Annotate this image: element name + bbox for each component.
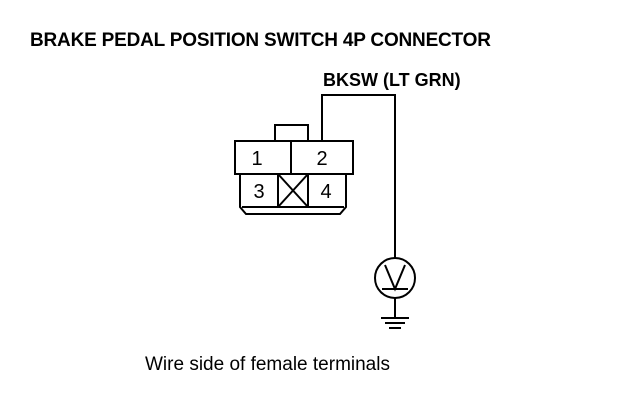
pin-4-label: 4 bbox=[320, 181, 331, 203]
connector-upper-row bbox=[234, 140, 354, 175]
voltmeter-icon bbox=[374, 257, 416, 299]
connector-lock-tab bbox=[274, 124, 309, 142]
pin-1-label: 1 bbox=[251, 148, 262, 170]
diagram-title: BRAKE PEDAL POSITION SWITCH 4P CONNECTOR bbox=[30, 30, 491, 51]
pin-2-label: 2 bbox=[316, 148, 327, 170]
wire-label: BKSW (LT GRN) bbox=[323, 70, 461, 90]
blocked-cavity-x-icon bbox=[277, 173, 309, 208]
bksw-wire bbox=[321, 94, 396, 258]
ground-icon bbox=[381, 317, 409, 329]
connector-lower-row bbox=[239, 174, 347, 215]
pin-3-label: 3 bbox=[253, 181, 264, 203]
diagram-caption: Wire side of female terminals bbox=[145, 354, 390, 375]
